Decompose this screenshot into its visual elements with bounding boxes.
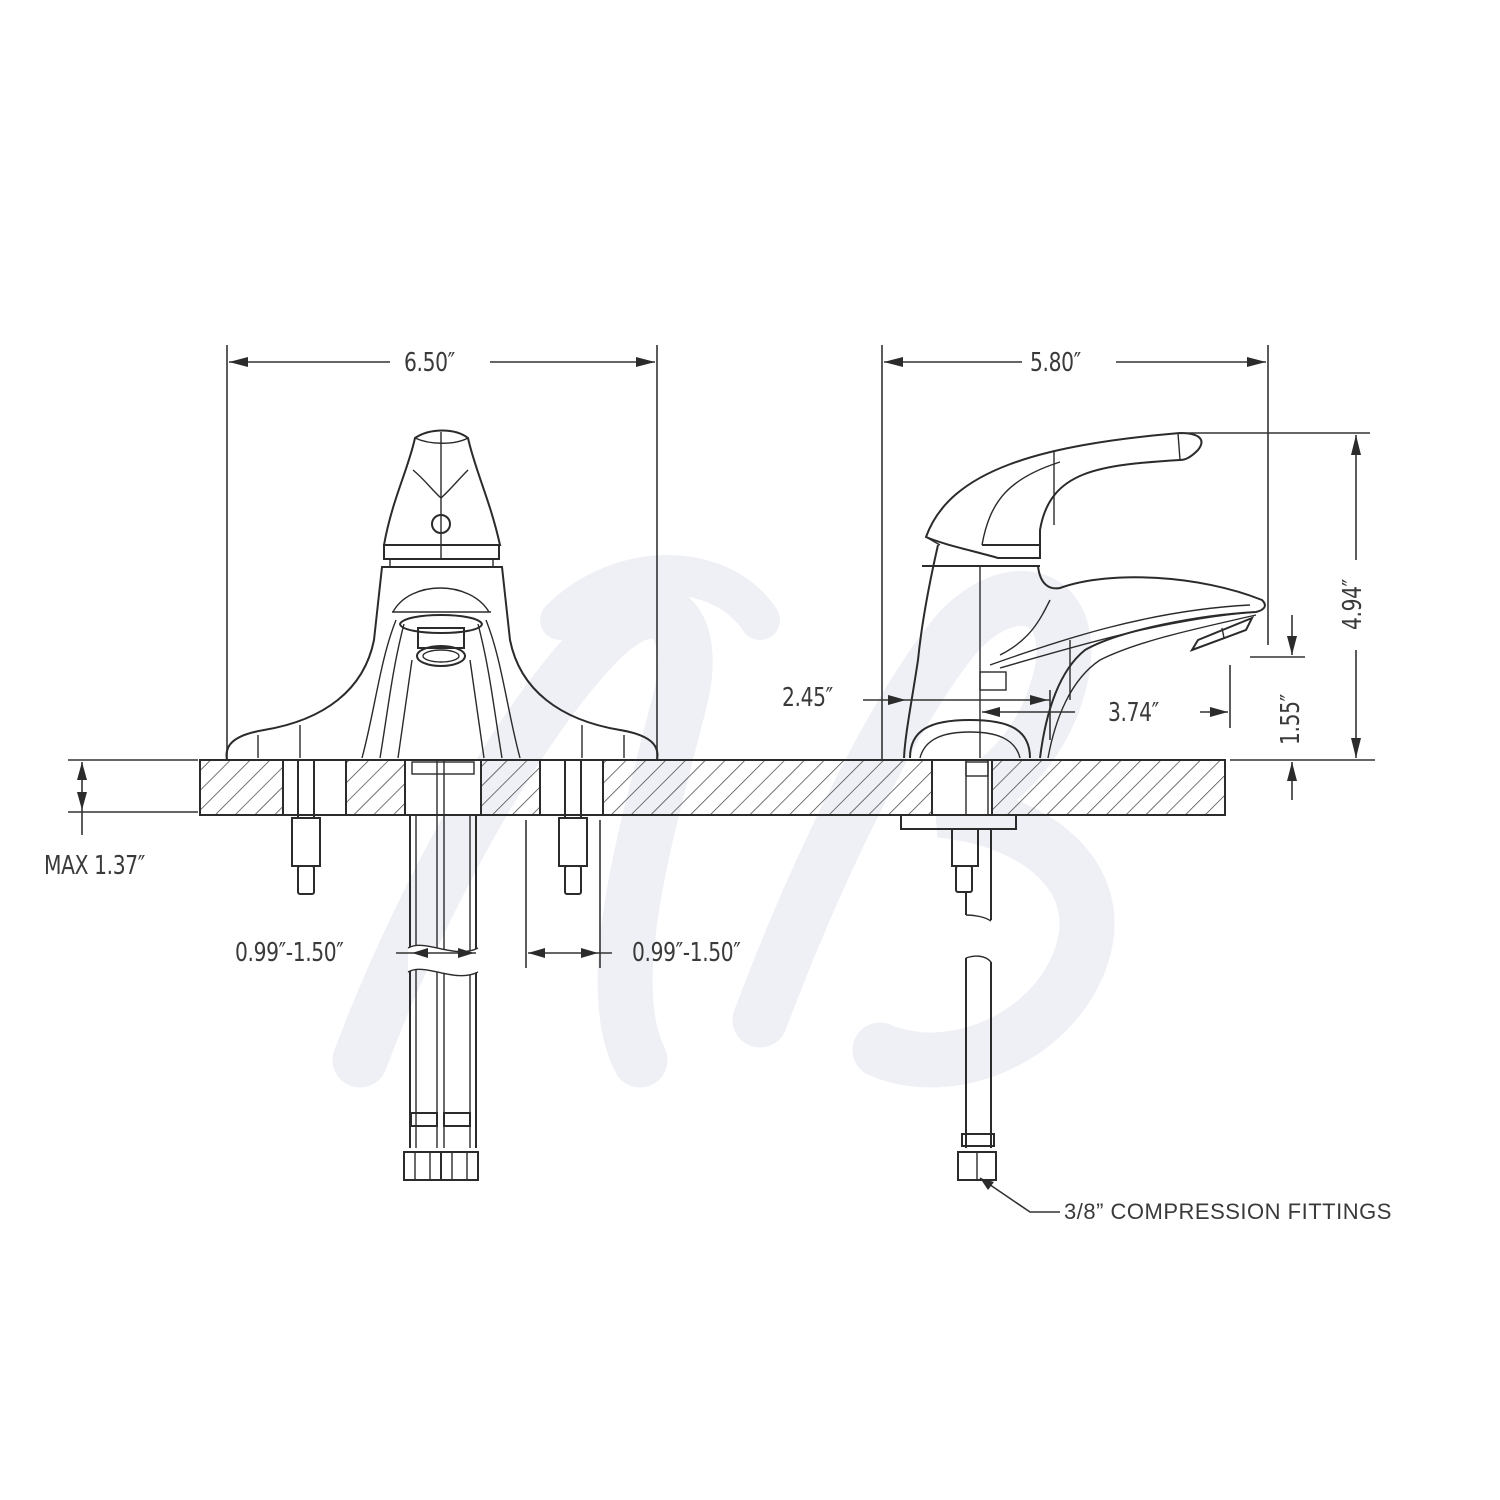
left-hole-range-dimension: [396, 948, 476, 958]
side-depth-dimension: [881, 345, 1269, 760]
right-mounting-stud: [558, 759, 588, 895]
side-view: [863, 345, 1375, 1213]
side-mount-hardware: [900, 760, 1017, 1181]
front-width-label: 6.50″: [404, 348, 455, 378]
side-body: [903, 544, 1266, 759]
left-hole-range-label: 0.99″-1.50″: [235, 938, 344, 968]
deck-thickness-label: MAX 1.37″: [44, 851, 145, 881]
front-deck-section: [199, 759, 1226, 816]
front-view: [68, 345, 1226, 1181]
overall-height-label: 4.94″: [1338, 579, 1368, 630]
fittings-leader-line: [979, 1177, 1060, 1213]
spout-clearance-label: 1.55″: [1276, 694, 1306, 745]
compression-fittings-label: 3/8” COMPRESSION FITTINGS: [1064, 1199, 1392, 1224]
left-mounting-stud: [291, 759, 321, 895]
spout-clearance-dimension: [1250, 615, 1305, 800]
side-handle: [924, 431, 1203, 559]
base-depth-label: 2.45″: [782, 683, 833, 713]
spout-reach-dimension: [982, 665, 1231, 728]
front-supply-lines: [403, 760, 479, 1181]
right-hole-range-dimension: [525, 820, 612, 968]
spout-reach-label: 3.74″: [1108, 698, 1159, 728]
front-handle: [382, 429, 502, 568]
brand-monogram-watermark-icon: [332, 555, 1115, 1088]
deck-thickness-dimension: [68, 759, 198, 835]
base-depth-dimension: [863, 690, 1051, 740]
side-depth-label: 5.80″: [1030, 348, 1081, 378]
overall-height-dimension: [1180, 432, 1375, 761]
front-width-dimension: [226, 345, 658, 760]
right-hole-range-label: 0.99″-1.50″: [632, 938, 741, 968]
